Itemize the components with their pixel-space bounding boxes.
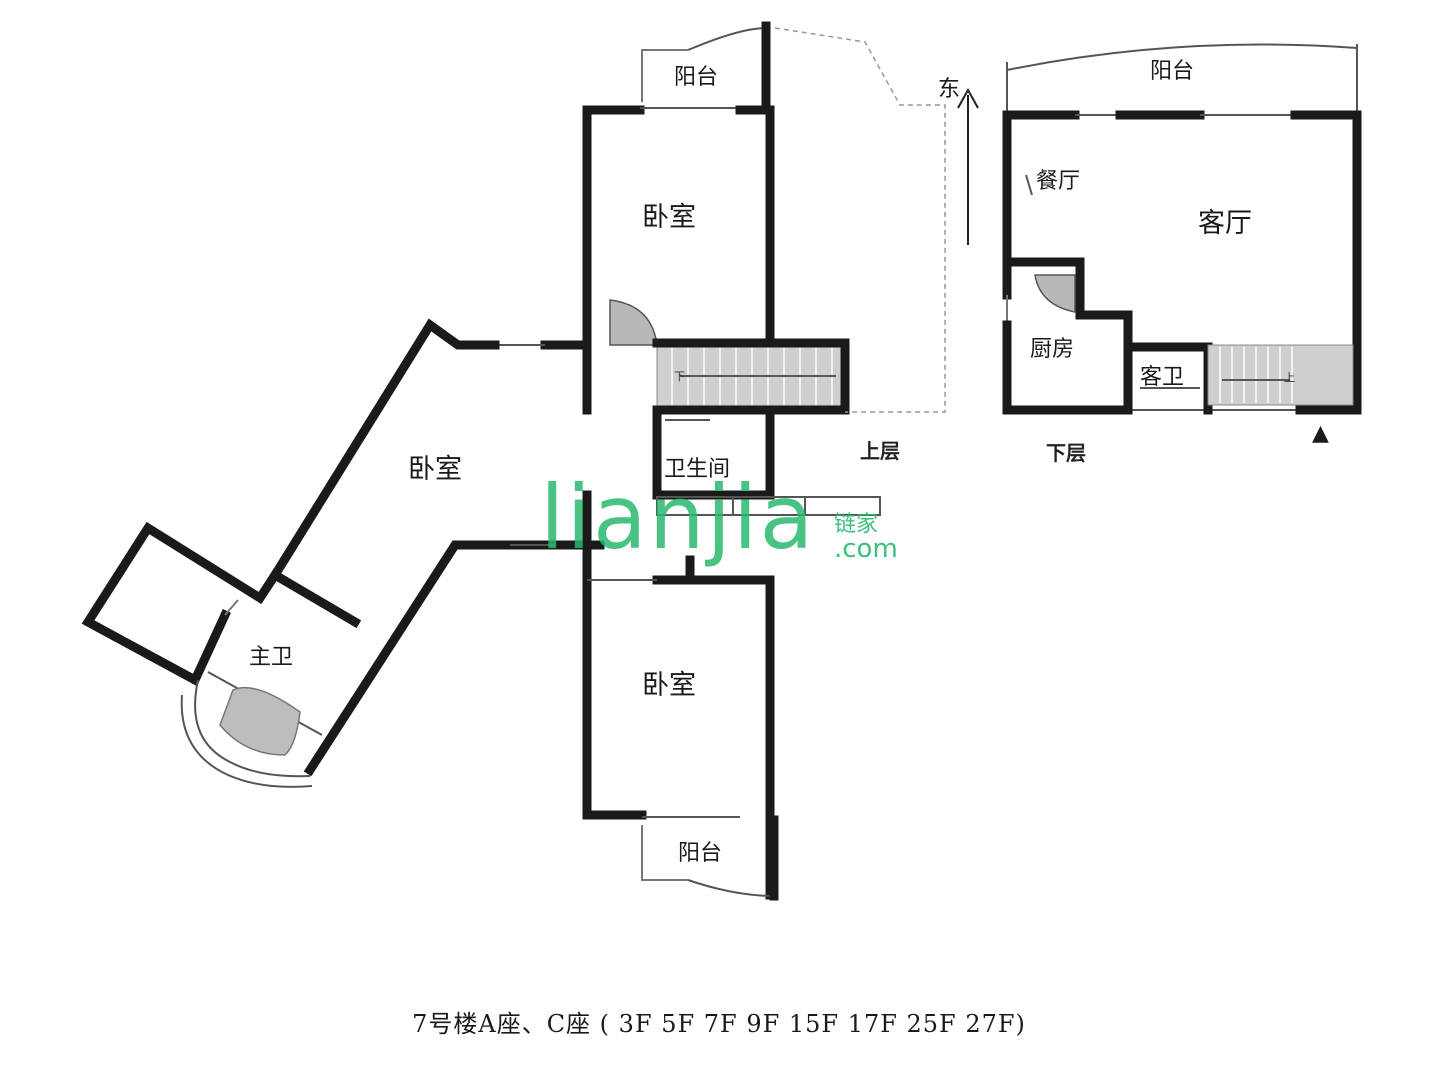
north-balcony xyxy=(641,21,771,111)
label-living: 客厅 xyxy=(1198,208,1252,239)
north-bedroom xyxy=(582,105,775,415)
upper-stairs-label: 下 xyxy=(674,370,685,383)
label-guest-bath: 客卫 xyxy=(1140,365,1184,390)
label-upper-floor: 上层 xyxy=(860,439,900,463)
void-outline xyxy=(774,27,946,413)
north-bedroom-door xyxy=(609,299,658,346)
arrow-up-icon xyxy=(957,87,979,109)
master-bath xyxy=(81,521,323,788)
label-bathroom: 卫生间 xyxy=(664,457,730,482)
label-kitchen: 厨房 xyxy=(1030,337,1074,362)
upper-stairs: 下 xyxy=(652,338,850,415)
label-lower-balcony: 阳台 xyxy=(1150,59,1194,84)
kitchen-door xyxy=(1034,274,1076,313)
upper-floor: 下 xyxy=(81,21,946,901)
upper-bathroom xyxy=(652,405,881,516)
lower-floor: 上 ▲ xyxy=(1002,43,1362,446)
label-north-bedroom: 卧室 xyxy=(642,202,696,233)
south-balcony xyxy=(641,815,779,901)
label-west-bedroom: 卧室 xyxy=(408,454,462,485)
west-bedroom xyxy=(268,318,605,777)
north-arrow: 东 xyxy=(938,77,979,245)
label-dining: 餐厅 xyxy=(1036,169,1080,194)
entrance-marker: ▲ xyxy=(1312,421,1329,446)
south-bedroom xyxy=(582,490,775,900)
label-master-bath: 主卫 xyxy=(249,645,293,670)
compass-label: 东 xyxy=(938,77,960,102)
plan-caption: 7号楼A座、C座 ( 3F 5F 7F 9F 15F 17F 25F 27F) xyxy=(0,1004,1440,1039)
label-south-bedroom: 卧室 xyxy=(642,670,696,701)
caption-text: 7号楼A座、C座 ( 3F 5F 7F 9F 15F 17F 25F 27F) xyxy=(412,1010,1026,1038)
bathtub xyxy=(219,686,301,756)
lower-balcony-arc xyxy=(1006,43,1358,71)
label-south-balcony: 阳台 xyxy=(678,841,722,866)
lower-stairs-label: 上 xyxy=(1284,371,1295,384)
label-lower-floor: 下层 xyxy=(1046,441,1086,465)
label-north-balcony: 阳台 xyxy=(674,65,718,90)
